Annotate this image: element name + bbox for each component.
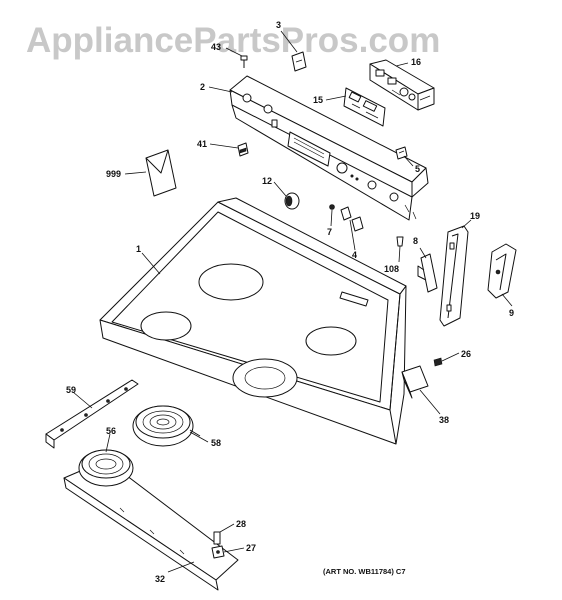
switch-component bbox=[237, 142, 249, 157]
control-panel bbox=[229, 75, 429, 221]
callout-58: 58 bbox=[211, 438, 221, 448]
burner-front-left-icon bbox=[140, 311, 192, 341]
panel-knob-3-icon bbox=[336, 162, 348, 174]
touch-overlay bbox=[343, 87, 386, 127]
panel-knob-5-icon bbox=[389, 192, 399, 202]
support-bracket bbox=[45, 379, 139, 449]
wire-bracket bbox=[417, 253, 438, 293]
callout-999: 999 bbox=[106, 169, 121, 179]
callout-26: 26 bbox=[461, 349, 471, 359]
callout-9: 9 bbox=[509, 308, 514, 318]
burner-front-right-icon bbox=[232, 358, 298, 398]
screw-icon bbox=[240, 55, 248, 68]
callout-43: 43 bbox=[211, 42, 221, 52]
callout-1: 1 bbox=[136, 244, 141, 254]
callout-8: 8 bbox=[413, 236, 418, 246]
grommet bbox=[396, 236, 404, 247]
side-trim bbox=[439, 225, 469, 327]
callout-16: 16 bbox=[411, 57, 421, 67]
callout-labels: 2 3 43 16 15 41 5 999 12 7 4 108 8 19 9 … bbox=[66, 20, 514, 584]
callout-3: 3 bbox=[276, 20, 281, 30]
control-board bbox=[369, 59, 435, 111]
burner-rear-left-icon bbox=[198, 263, 264, 301]
hinge-cover bbox=[401, 365, 429, 399]
callout-108: 108 bbox=[384, 264, 399, 274]
control-knob-12 bbox=[284, 192, 300, 210]
end-cap bbox=[487, 243, 517, 299]
callout-32: 32 bbox=[155, 574, 165, 584]
callout-59: 59 bbox=[66, 385, 76, 395]
surface-element-large bbox=[132, 405, 201, 447]
cooktop-main-top bbox=[99, 197, 407, 445]
callout-27: 27 bbox=[246, 543, 256, 553]
callout-2: 2 bbox=[200, 82, 205, 92]
callout-7: 7 bbox=[327, 227, 332, 237]
panel-knob-4-icon bbox=[367, 180, 377, 190]
callout-19: 19 bbox=[470, 211, 480, 221]
knob-and-ring-set bbox=[329, 204, 364, 232]
literature-booklet bbox=[145, 149, 177, 197]
art-number: (ART NO. WB11784) C7 bbox=[323, 567, 406, 576]
callout-56: 56 bbox=[106, 426, 116, 436]
callout-5: 5 bbox=[415, 164, 420, 174]
watermark-text: AppliancePartsPros.com bbox=[26, 21, 440, 60]
callout-4: 4 bbox=[352, 250, 357, 260]
panel-knob-2-icon bbox=[263, 104, 273, 114]
callout-28: 28 bbox=[236, 519, 246, 529]
burner-rear-right-icon bbox=[305, 326, 357, 356]
panel-bracket bbox=[291, 51, 307, 72]
leader-lines bbox=[72, 30, 513, 573]
callout-41: 41 bbox=[197, 139, 207, 149]
callout-38: 38 bbox=[439, 415, 449, 425]
surface-element-small bbox=[78, 449, 134, 487]
panel-knob-1-icon bbox=[242, 93, 252, 103]
mounting-screw-icon bbox=[433, 357, 443, 367]
terminal-block bbox=[211, 531, 225, 559]
callout-12: 12 bbox=[262, 176, 272, 186]
callout-15: 15 bbox=[313, 95, 323, 105]
